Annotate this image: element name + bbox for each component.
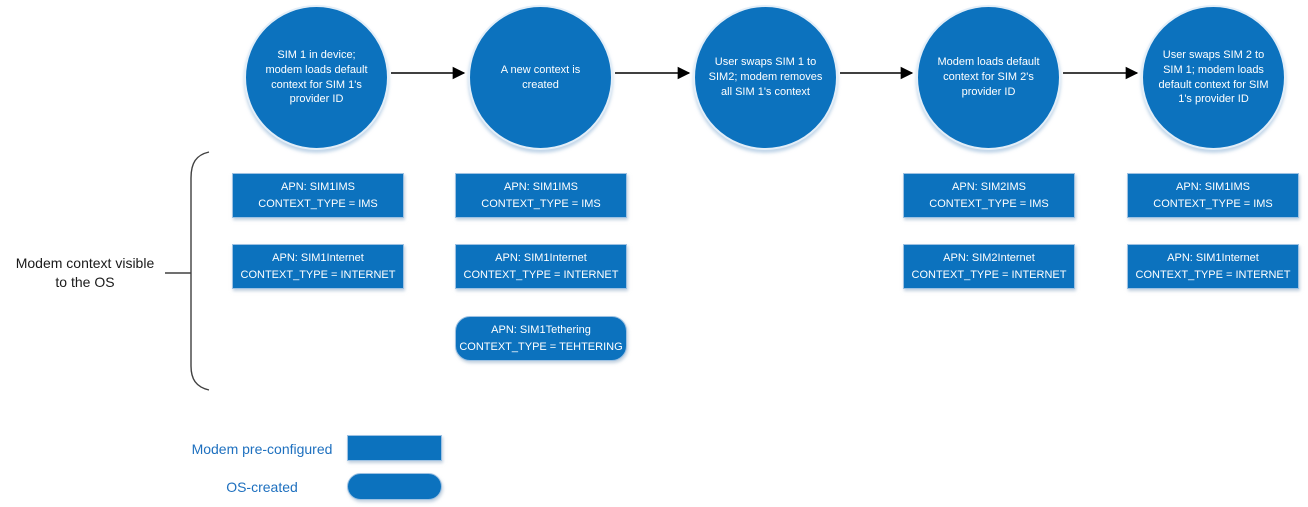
context-type: CONTEXT_TYPE = IMS (481, 197, 601, 210)
context-apn: APN: SIM1Internet (272, 252, 364, 264)
flow-step-2-label: A new context is created (500, 63, 581, 91)
context-box-sim1ims-col5: APN: SIM1IMS CONTEXT_TYPE = IMS (1127, 173, 1299, 218)
context-type: CONTEXT_TYPE = IMS (1153, 197, 1273, 210)
flow-step-4: Modem loads default context for SIM 2's … (916, 5, 1061, 150)
context-apn: APN: SIM1IMS (1176, 181, 1250, 193)
context-type: CONTEXT_TYPE = IMS (929, 197, 1049, 210)
context-apn: APN: SIM1Internet (1167, 252, 1259, 264)
context-apn: APN: SIM1IMS (504, 181, 578, 193)
flow-step-4-label: Modem loads default context for SIM 2's … (937, 56, 1040, 98)
context-apn: APN: SIM1Internet (495, 252, 587, 264)
flow-step-5: User swaps SIM 2 to SIM 1; modem loads d… (1141, 5, 1286, 150)
context-type: CONTEXT_TYPE = TEHTERING (459, 340, 623, 353)
group-label-line1: Modem context visible (15, 255, 155, 271)
flow-step-1: SIM 1 in device; modem loads default con… (244, 5, 389, 150)
context-apn: APN: SIM1Tethering (491, 324, 591, 336)
flow-step-3-label: User swaps SIM 1 to SIM2; modem removes … (708, 56, 823, 98)
context-type: CONTEXT_TYPE = INTERNET (911, 268, 1067, 281)
flow-step-1-label: SIM 1 in device; modem loads default con… (265, 48, 368, 106)
flow-step-5-label: User swaps SIM 2 to SIM 1; modem loads d… (1158, 48, 1269, 106)
context-box-sim1internet-col5: APN: SIM1Internet CONTEXT_TYPE = INTERNE… (1127, 244, 1299, 289)
context-box-sim2internet-col4: APN: SIM2Internet CONTEXT_TYPE = INTERNE… (903, 244, 1075, 289)
context-box-sim1internet-col2: APN: SIM1Internet CONTEXT_TYPE = INTERNE… (455, 244, 627, 289)
context-box-sim1ims-col1: APN: SIM1IMS CONTEXT_TYPE = IMS (232, 173, 404, 218)
context-box-sim1ims-col2: APN: SIM1IMS CONTEXT_TYPE = IMS (455, 173, 627, 218)
context-apn: APN: SIM2Internet (943, 252, 1035, 264)
context-box-sim2ims-col4: APN: SIM2IMS CONTEXT_TYPE = IMS (903, 173, 1075, 218)
legend-swatch-modem-preconfigured (347, 435, 442, 461)
flow-step-2: A new context is created (468, 5, 613, 150)
legend-label-os-created: OS-created (226, 479, 298, 495)
legend-label-modem-preconfigured: Modem pre-configured (191, 441, 333, 457)
group-brace (190, 151, 210, 391)
context-type: CONTEXT_TYPE = INTERNET (463, 268, 619, 281)
context-type: CONTEXT_TYPE = INTERNET (1135, 268, 1291, 281)
legend-swatch-os-created (347, 473, 442, 500)
group-label-line2: to the OS (55, 273, 115, 290)
group-label: Modem context visible to the OS (5, 254, 165, 292)
context-box-sim1tethering-col2: APN: SIM1Tethering CONTEXT_TYPE = TEHTER… (455, 316, 627, 361)
context-apn: APN: SIM2IMS (952, 181, 1026, 193)
context-apn: APN: SIM1IMS (281, 181, 355, 193)
flow-step-3: User swaps SIM 1 to SIM2; modem removes … (693, 5, 838, 150)
context-box-sim1internet-col1: APN: SIM1Internet CONTEXT_TYPE = INTERNE… (232, 244, 404, 289)
context-type: CONTEXT_TYPE = INTERNET (240, 268, 396, 281)
context-type: CONTEXT_TYPE = IMS (258, 197, 378, 210)
